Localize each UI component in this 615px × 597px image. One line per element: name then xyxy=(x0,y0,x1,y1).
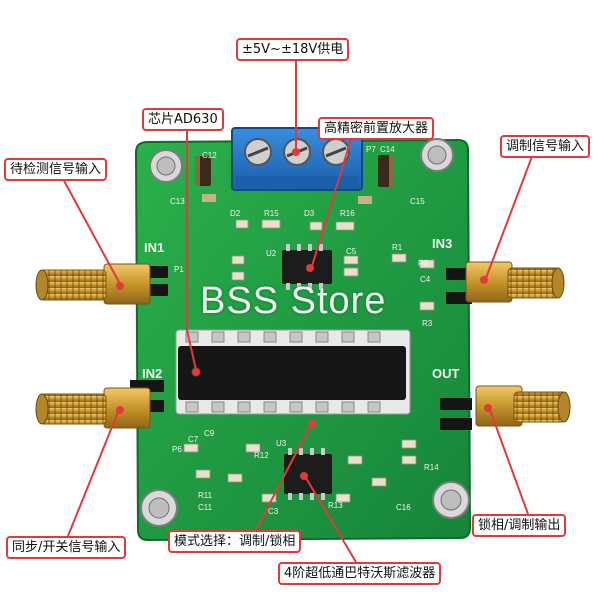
silk-u2: U2 xyxy=(266,249,277,258)
silk-p2: P2 xyxy=(418,259,428,268)
silk-c16: C16 xyxy=(396,503,411,512)
silk-d2: D2 xyxy=(230,209,241,218)
silk-c9: C9 xyxy=(204,429,215,438)
capacitor-group xyxy=(195,155,394,204)
silk-c4: C4 xyxy=(420,275,431,284)
silk-u3: U3 xyxy=(276,439,287,448)
silk-c5: C5 xyxy=(346,247,357,256)
silk-d3: D3 xyxy=(304,209,315,218)
silk-c12: C12 xyxy=(202,151,217,160)
silk-r13: R13 xyxy=(328,501,343,510)
silk-p1: P1 xyxy=(174,265,184,274)
callout-power-supply: ±5V~±18V供电 xyxy=(236,38,350,61)
silk-in1: IN1 xyxy=(144,240,164,255)
smd-components xyxy=(183,219,435,503)
silk-in3: IN3 xyxy=(432,236,452,251)
silk-in2: IN2 xyxy=(142,366,162,381)
mounting-screw-icon xyxy=(140,138,470,527)
silk-c15: C15 xyxy=(410,197,425,206)
filter-chip xyxy=(284,448,332,500)
silk-r3: R3 xyxy=(422,319,433,328)
callout-sync-switch-input: 同步/开关信号输入 xyxy=(6,536,127,559)
sma-connector-in1 xyxy=(35,263,151,305)
silk-r14: R14 xyxy=(424,463,439,472)
silk-c11: C11 xyxy=(198,503,213,512)
callout-modulation-input: 调制信号输入 xyxy=(500,135,591,158)
callout-mode-select: 模式选择：调制/锁相 xyxy=(168,530,302,553)
silk-c7: C7 xyxy=(188,435,199,444)
silk-c14: C14 xyxy=(380,145,395,154)
silk-r16: R16 xyxy=(340,209,355,218)
silk-p7: P7 xyxy=(366,145,376,154)
silk-r12: R12 xyxy=(254,451,269,460)
silk-p6: P6 xyxy=(172,445,182,454)
sma-connector-out xyxy=(475,385,571,427)
silk-out: OUT xyxy=(432,366,460,381)
silk-r11: R11 xyxy=(198,491,213,500)
silk-r1: R1 xyxy=(392,243,403,252)
callout-chip-ad630: 芯片AD630 xyxy=(142,108,224,131)
silk-c13: C13 xyxy=(170,197,185,206)
ad630-chip xyxy=(175,329,411,415)
sma-connector-in3 xyxy=(465,261,565,303)
callout-signal-to-detect: 待检测信号输入 xyxy=(4,158,108,181)
silk-c3: C3 xyxy=(268,507,279,516)
watermark: BSS Store xyxy=(200,280,387,322)
callout-leaders xyxy=(61,58,534,563)
callout-lockin-output: 锁相/调制输出 xyxy=(472,514,567,537)
callout-precision-preamp: 高精密前置放大器 xyxy=(318,117,435,140)
silk-r15: R15 xyxy=(264,209,279,218)
sma-connector-in2 xyxy=(35,387,151,429)
callout-butterworth-filter: 4阶超低通巴特沃斯滤波器 xyxy=(278,562,442,585)
